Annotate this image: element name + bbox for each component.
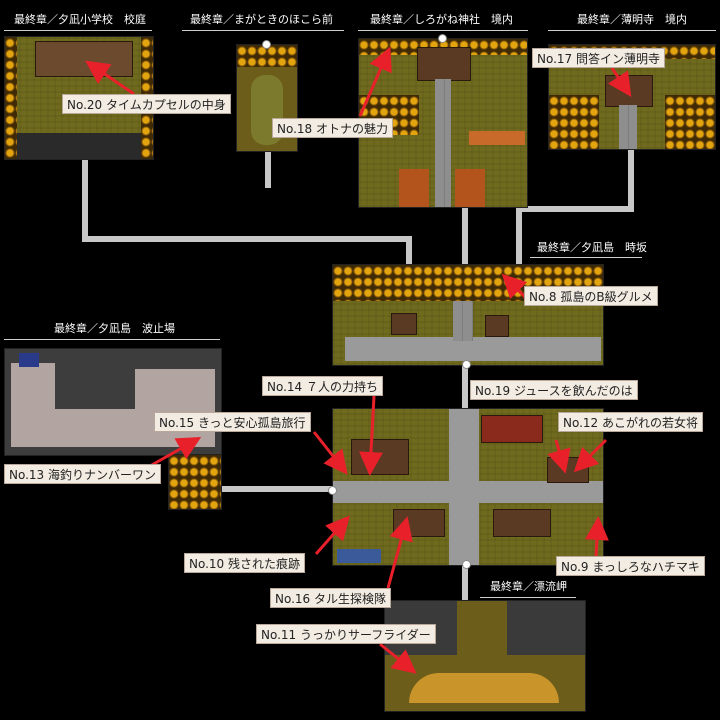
tokisaka-road: [345, 337, 601, 361]
tokisaka-house: [391, 313, 417, 335]
label-no12: No.12 あこがれの若女将: [558, 412, 704, 432]
arrow-no10: [314, 515, 350, 555]
label-no14: No.14 ７人の力持ち: [262, 376, 384, 396]
cape-sand: [409, 673, 559, 703]
map-title-hatoba: 最終章／夕凪島 波止場: [54, 322, 175, 335]
connector-path: [82, 236, 412, 242]
tree-row: [237, 45, 297, 67]
connector-path: [462, 562, 468, 612]
title-underline: [530, 257, 642, 258]
map-title-tokisaka: 最終章／夕凪島 時坂: [537, 241, 647, 254]
map-entry-marker: [462, 360, 471, 369]
map-title-shirogane: 最終章／しろがね神社 境内: [370, 13, 513, 26]
map-title-hakumeiji: 最終章／薄明寺 境内: [577, 13, 687, 26]
arrow-no16: [386, 516, 413, 589]
temple-stone-path: [619, 105, 637, 149]
map-entry-marker: [328, 486, 337, 495]
label-no9: No.9 まっしろなハチマキ: [556, 556, 705, 576]
arrow-no15: [312, 431, 348, 475]
town-house: [493, 509, 551, 537]
label-no20: No.20 タイムカプセルの中身: [62, 94, 231, 114]
label-no8: No.8 孤島のB級グルメ: [524, 286, 658, 306]
shrine-main-hall: [417, 47, 471, 81]
connector-path: [222, 486, 334, 492]
label-no15: No.15 きっと安心孤島旅行: [154, 412, 311, 432]
label-no10: No.10 残された痕跡: [184, 553, 306, 573]
map-title-school: 最終章／夕凪小学校 校庭: [14, 13, 146, 26]
label-no16: No.16 タル生探検隊: [270, 588, 392, 608]
map-title-hyoryumisaki: 最終章／漂流岬: [490, 580, 567, 593]
connector-path: [462, 205, 468, 265]
arrow-no9: [584, 516, 609, 557]
tree-row: [5, 37, 17, 159]
tree-row: [665, 95, 715, 149]
school-building: [35, 41, 133, 77]
title-underline: [358, 30, 528, 31]
connector-path: [516, 206, 522, 266]
tokisaka-stairs: [453, 301, 473, 341]
shrine-autumn-trees: [399, 169, 429, 207]
school-wall: [17, 133, 141, 159]
town-house: [481, 415, 543, 443]
label-no18: No.18 オトナの魅力: [272, 118, 394, 138]
title-underline: [4, 339, 220, 340]
connector-path: [265, 150, 271, 188]
connector-path: [406, 236, 412, 266]
town-stalls: [337, 549, 381, 563]
map-title-shrine-front: 最終章／まがときのほこら前: [190, 13, 333, 26]
connector-path: [628, 150, 634, 212]
tree-row: [549, 95, 599, 149]
title-underline: [480, 597, 576, 598]
arrow-no14: [358, 395, 383, 476]
map-entry-marker: [462, 560, 471, 569]
connector-path: [462, 365, 468, 409]
title-underline: [4, 30, 152, 31]
arrow-no12b: [573, 438, 608, 473]
map-entry-marker: [438, 34, 447, 43]
pier-sign: [19, 353, 39, 367]
cape-grass: [457, 601, 507, 661]
arrow-no17: [608, 67, 632, 97]
shrine-stalls: [469, 131, 525, 145]
map-hatoba-path: [168, 454, 222, 510]
arrow-no12a: [547, 439, 571, 474]
label-no19: No.19 ジュースを飲んだのは: [470, 380, 638, 400]
connector-path: [82, 160, 88, 240]
map-hyoryumisaki: [384, 600, 586, 712]
arrow-no13: [149, 437, 202, 468]
label-no13: No.13 海釣りナンバーワン: [4, 464, 162, 484]
arrow-no11: [379, 642, 417, 674]
shrine-autumn-trees: [455, 169, 485, 207]
connector-path: [516, 206, 634, 212]
label-no17: No.17 問答イン薄明寺: [532, 48, 666, 68]
pier-platform: [135, 369, 215, 409]
town-road: [449, 409, 479, 565]
tokisaka-house: [485, 315, 509, 337]
arrow-no18: [358, 46, 392, 117]
map-entry-marker: [262, 40, 271, 49]
shrine-stone-path: [435, 79, 451, 207]
label-no11: No.11 うっかりサーフライダー: [256, 624, 436, 644]
arrow-no20: [85, 60, 135, 96]
title-underline: [548, 30, 716, 31]
title-underline: [182, 30, 344, 31]
map-tokisaka: [332, 264, 604, 366]
